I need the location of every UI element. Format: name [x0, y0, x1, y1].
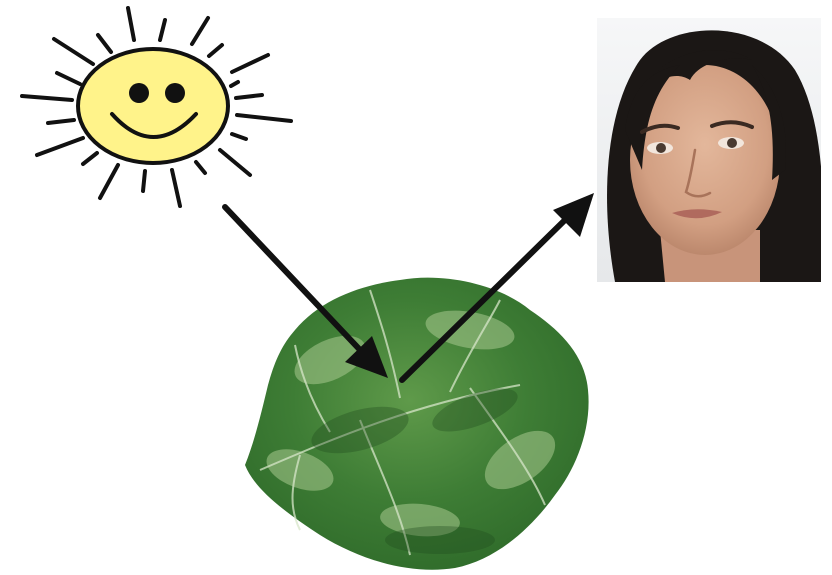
arrow-head [553, 193, 594, 237]
arrow-shaft [225, 207, 362, 352]
sun-left-eye [129, 83, 149, 103]
sun-icon [22, 8, 291, 206]
sun-right-eye [165, 83, 185, 103]
leaf-image [245, 278, 589, 570]
sun-face [78, 49, 228, 163]
woman-face-photo [597, 18, 823, 282]
